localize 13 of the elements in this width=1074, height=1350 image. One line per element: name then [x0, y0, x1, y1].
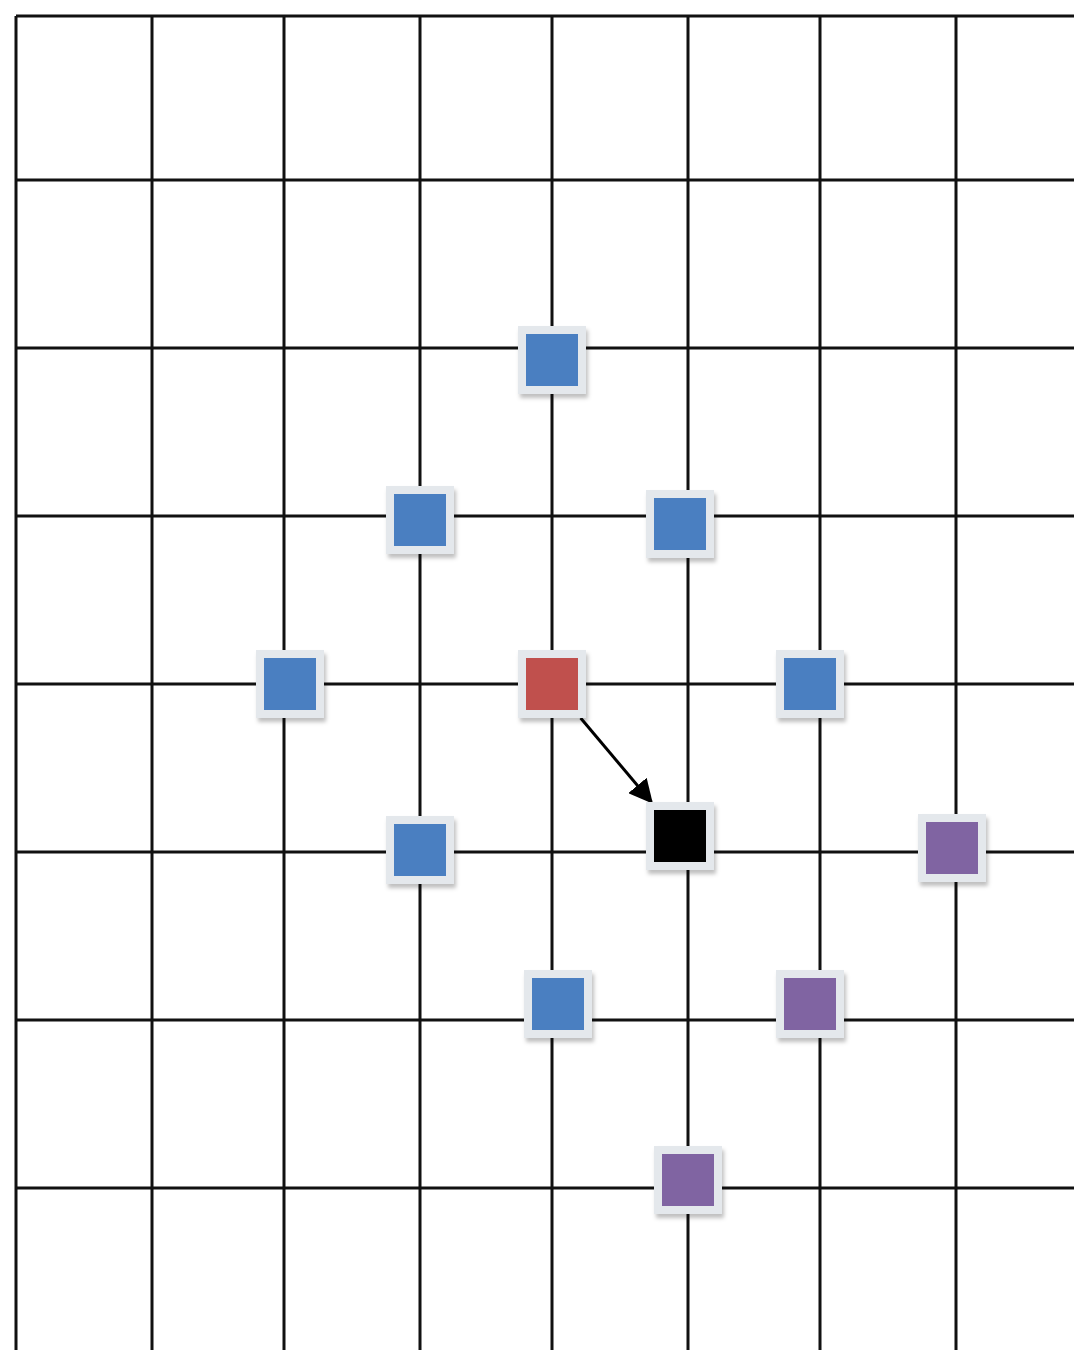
square-marker	[776, 650, 844, 718]
square-marker	[918, 814, 986, 882]
square-marker	[524, 970, 592, 1038]
square-marker	[518, 650, 586, 718]
square-marker	[776, 970, 844, 1038]
square-marker	[256, 650, 324, 718]
square-marker	[646, 490, 714, 558]
arrow	[579, 717, 653, 804]
square-marker	[646, 802, 714, 870]
square-marker	[518, 326, 586, 394]
square-marker	[386, 816, 454, 884]
square-marker	[386, 486, 454, 554]
square-marker	[654, 1146, 722, 1214]
